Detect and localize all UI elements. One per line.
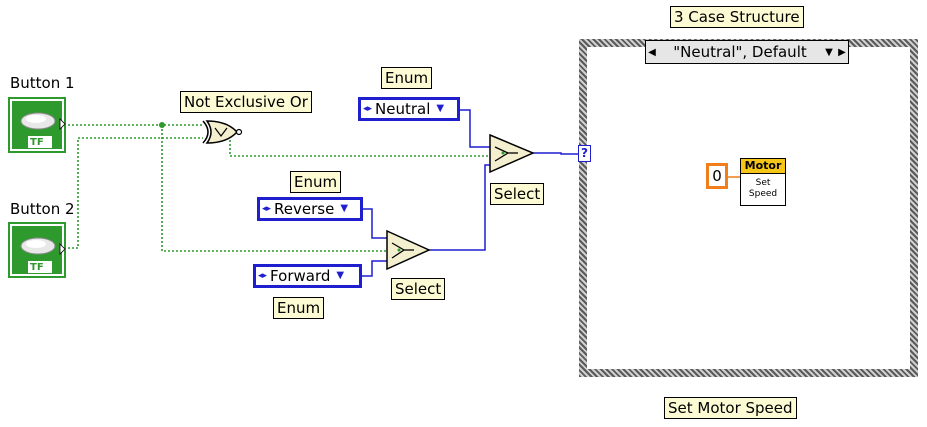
- subvi-body: Set Speed: [741, 174, 785, 200]
- wire-constant-to-subvi: [728, 176, 740, 178]
- increment-decrement-icon: ◂▸: [262, 204, 272, 214]
- increment-decrement-icon: ◂▸: [363, 104, 373, 114]
- subvi-body-line1: Set: [755, 178, 771, 188]
- select-top-icon: [489, 133, 535, 174]
- enum-neutral-constant[interactable]: ◂▸ Neutral ▼: [358, 97, 460, 121]
- wire-select-bottom-to-select-top: [428, 164, 491, 251]
- chevron-down-icon[interactable]: ▼: [825, 46, 833, 58]
- xnor-gate-icon: [202, 120, 243, 144]
- enum-reverse-label: Enum: [290, 171, 342, 193]
- enum-forward-label: Enum: [273, 297, 325, 319]
- enum-reverse-constant[interactable]: ◂▸ Reverse ▼: [257, 197, 363, 221]
- increment-decrement-icon: ◂▸: [258, 271, 268, 281]
- enum-neutral-label: Enum: [381, 67, 433, 89]
- button2-label: Button 2: [10, 200, 75, 218]
- wire-reverse-to-select: [362, 208, 388, 239]
- case-prev-icon[interactable]: ◀: [648, 46, 656, 58]
- wire-xnor-to-select-top: [229, 132, 491, 157]
- boolean-control-icon: [8, 222, 66, 278]
- motor-set-speed-subvi[interactable]: Motor Set Speed: [740, 158, 786, 206]
- chevron-down-icon: ▼: [436, 103, 445, 114]
- button2-terminal[interactable]: TF: [8, 222, 66, 278]
- wire-junction: [159, 122, 165, 128]
- select-bottom-icon: [386, 229, 431, 271]
- enum-forward-constant[interactable]: ◂▸ Forward ▼: [253, 264, 362, 288]
- numeric-constant[interactable]: 0: [706, 163, 728, 189]
- chevron-down-icon: ▼: [336, 270, 345, 281]
- case-next-icon[interactable]: ▶: [838, 46, 846, 58]
- wire-select-top-to-case: [533, 152, 579, 155]
- wire-button1-branch-down: [161, 125, 388, 252]
- select-top-label: Select: [490, 183, 545, 205]
- subvi-header: Motor: [741, 159, 785, 174]
- button1-terminal[interactable]: TF: [8, 97, 66, 153]
- enum-reverse-value: Reverse: [274, 200, 335, 218]
- case-selector-terminal[interactable]: ?: [578, 145, 591, 162]
- case-structure-frame[interactable]: [579, 39, 918, 377]
- xnor-label: Not Exclusive Or: [180, 91, 312, 113]
- wire-neutral-to-select: [459, 109, 491, 148]
- subvi-body-line2: Speed: [748, 189, 778, 199]
- button1-label: Button 1: [10, 74, 75, 92]
- enum-neutral-value: Neutral: [375, 100, 431, 118]
- boolean-control-icon: [8, 97, 66, 153]
- button1-badge: TF: [30, 137, 44, 148]
- case-structure-title: 3 Case Structure: [670, 6, 804, 28]
- wire-forward-to-select: [361, 260, 388, 277]
- select-bottom-label: Select: [391, 278, 446, 300]
- case-selector[interactable]: ◀ "Neutral", Default ▼ ▶: [645, 40, 849, 64]
- case-structure-caption: Set Motor Speed: [664, 397, 797, 419]
- wire-button2-to-xnor: [68, 137, 203, 249]
- chevron-down-icon: ▼: [340, 203, 349, 214]
- button2-badge: TF: [30, 262, 44, 273]
- enum-forward-value: Forward: [270, 267, 331, 285]
- case-selector-value: "Neutral", Default: [673, 43, 807, 61]
